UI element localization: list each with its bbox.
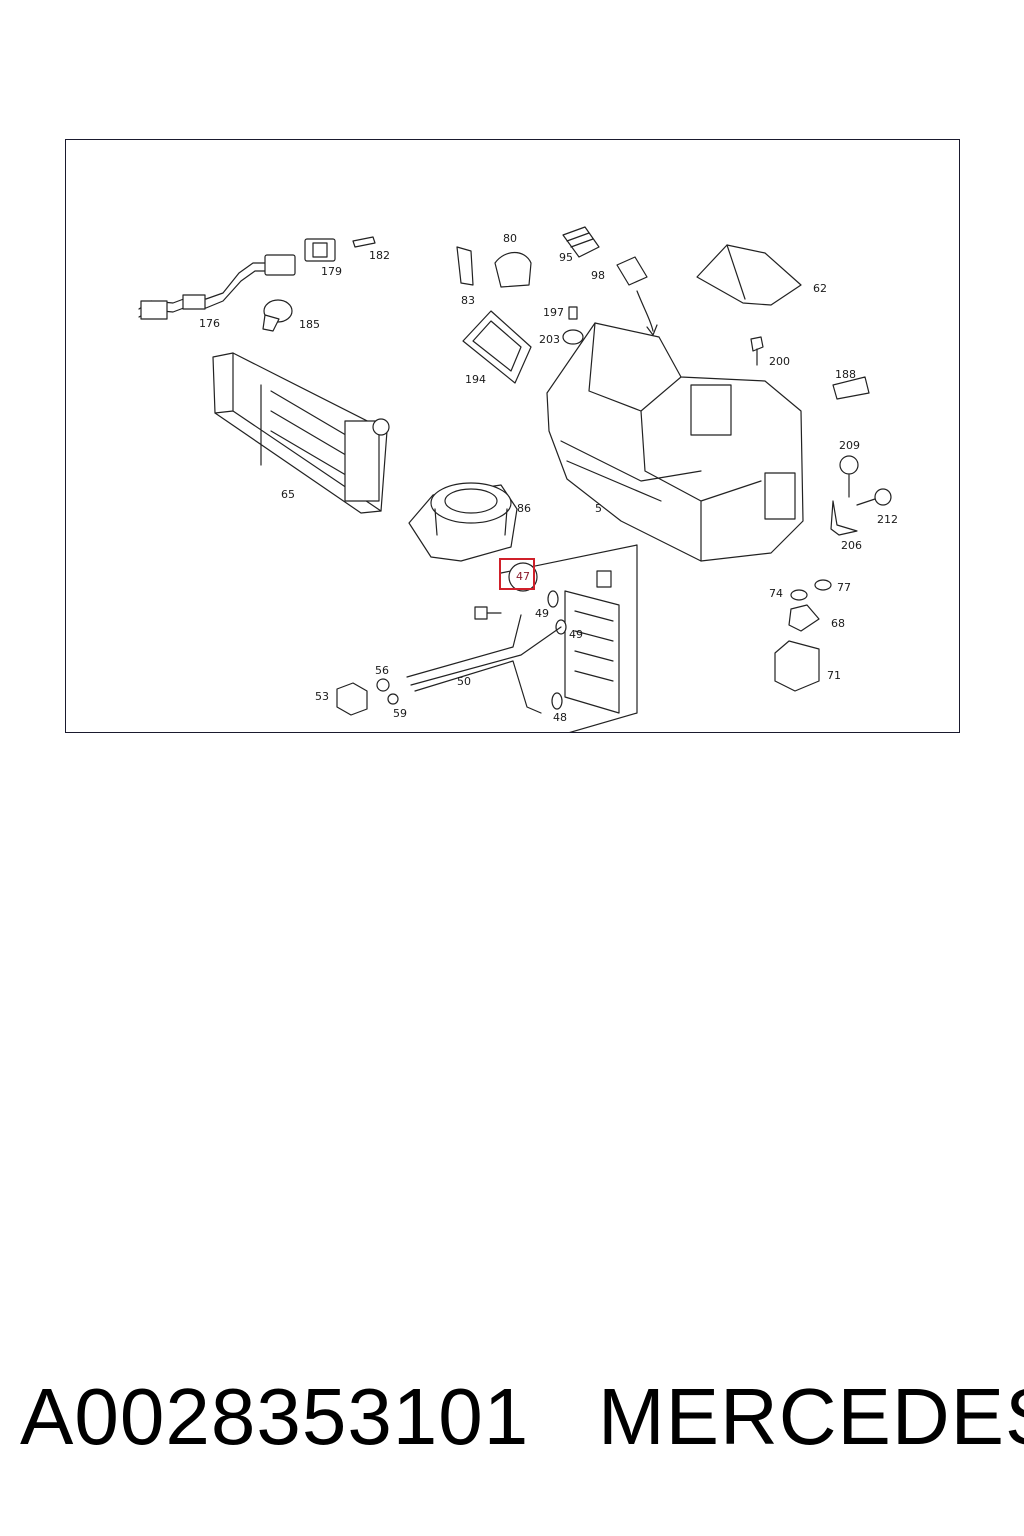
part-185-grommet[interactable] [262,299,293,332]
callout-185: 185 [299,318,320,331]
part-86-blower-motor[interactable] [408,482,518,562]
part-65-heater-core[interactable] [212,352,390,514]
callout-62: 62 [813,282,827,295]
callout-98: 98 [591,269,605,282]
part-83-bracket[interactable] [456,246,474,286]
part-68-valve[interactable] [788,604,820,632]
callout-71: 71 [827,669,841,682]
part-206-bracket[interactable] [830,500,858,536]
callout-197: 197 [543,306,564,319]
callout-212: 212 [877,513,898,526]
part-62-cover[interactable] [696,244,802,306]
part-77-washer[interactable] [814,579,832,591]
part-number: A0028353101 [20,1372,530,1461]
part-203-grommet[interactable] [562,329,584,345]
callout-206: 206 [841,539,862,552]
part-194-gasket[interactable] [462,310,532,384]
callout-194: 194 [465,373,486,386]
part-53-block[interactable] [336,682,368,716]
parts-diagram: 176 179 182 185 65 86 5 80 83 95 98 62 1… [138,226,898,732]
part-98-bellows[interactable] [616,256,658,336]
part-176-harness[interactable] [138,254,296,320]
callout-68: 68 [831,617,845,630]
part-197-screw[interactable] [568,306,578,320]
part-209-screw[interactable] [839,455,859,498]
callout-80: 80 [503,232,517,245]
part-95-bellows[interactable] [562,226,600,258]
evaporator-group [500,544,638,732]
callout-95: 95 [559,251,573,264]
callout-49-lower: 49 [569,628,583,641]
callout-203: 203 [539,333,560,346]
part-50-pipes[interactable] [406,614,562,714]
footer: A0028353101 MERCEDES [0,1372,1024,1462]
brand-name: MERCEDES [598,1372,1024,1461]
callout-200: 200 [769,355,790,368]
callout-77: 77 [837,581,851,594]
callout-47: 47 [516,570,530,583]
callout-182: 182 [369,249,390,262]
part-200-screw[interactable] [750,336,764,366]
callout-188: 188 [835,368,856,381]
callout-179: 179 [321,265,342,278]
diagram-frame: 176 179 182 185 65 86 5 80 83 95 98 62 1… [65,139,960,733]
part-188-connector[interactable] [832,376,870,400]
part-49-ring[interactable] [547,590,567,635]
callout-176: 176 [199,317,220,330]
part-179-connector[interactable] [304,238,336,262]
part-74-washer[interactable] [790,589,808,601]
callout-50: 50 [457,675,471,688]
callout-5: 5 [595,502,602,515]
callout-49-upper: 49 [535,607,549,620]
callout-74: 74 [769,587,783,600]
part-212-screw[interactable] [856,488,892,506]
part-5-hvac-housing[interactable] [546,322,804,562]
callout-56: 56 [375,664,389,677]
part-48-ring[interactable] [551,692,563,710]
part-182-pin[interactable] [352,236,376,248]
part-47-seal-highlighted[interactable] [499,558,538,592]
callout-48: 48 [553,711,567,724]
part-71-module[interactable] [774,640,820,692]
callout-209: 209 [839,439,860,452]
callout-53: 53 [315,690,329,703]
bolt [474,606,502,620]
part-80-flap[interactable] [494,251,532,288]
callout-83: 83 [461,294,475,307]
callout-59: 59 [393,707,407,720]
part-59-nut[interactable] [387,693,399,705]
part-56-nut[interactable] [376,678,390,692]
callout-65: 65 [281,488,295,501]
callout-86: 86 [517,502,531,515]
